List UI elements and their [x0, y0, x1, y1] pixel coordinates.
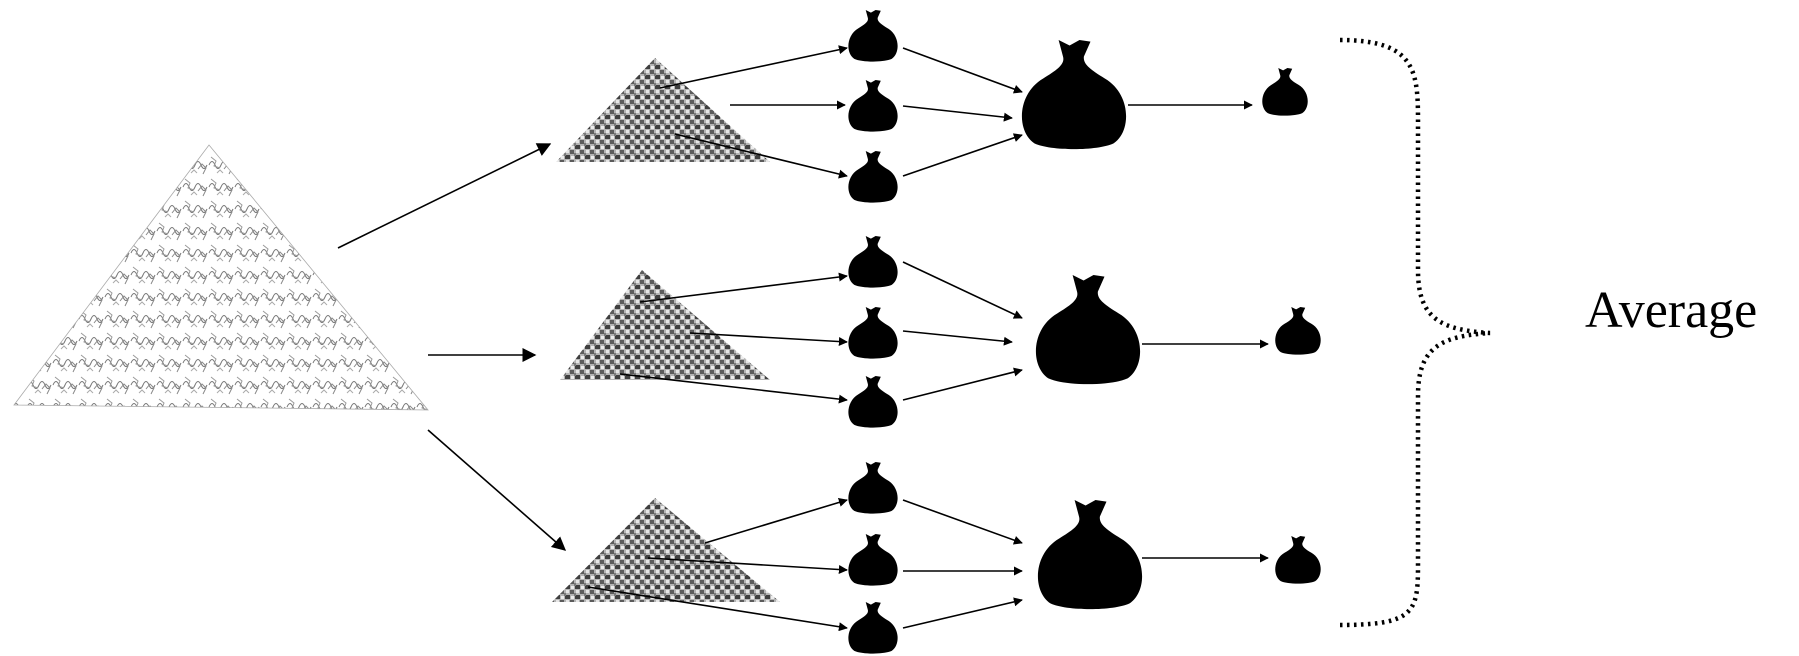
- subsample-pile-3: [552, 498, 780, 602]
- arrow-small-bag-2a-to-large: [902, 261, 1023, 319]
- arrow-pile-3-to-small-bag-3c: [587, 586, 848, 632]
- source-pile: [13, 144, 429, 411]
- result-bag-3-icon: [1275, 536, 1321, 584]
- subsample-pile-1: [556, 58, 770, 162]
- arrow-pile-1-to-small-bag-1a: [659, 45, 848, 89]
- dotted-curly-brace: [1339, 37, 1491, 628]
- arrow-small-bag-3a-to-large: [902, 499, 1023, 545]
- arrow-pile-1-to-small-bag-1c: [674, 133, 848, 179]
- arrow-small-bag-1b-to-large: [902, 105, 1013, 122]
- arrow-pile-3-to-small-bag-3b: [647, 557, 848, 575]
- small-bag-3b-icon: [848, 534, 898, 586]
- arrow-pile-2-to-small-bag-2c: [619, 373, 848, 404]
- arrow-small-bag-2c-to-large: [902, 367, 1023, 401]
- arrow-small-bag-1c-to-large: [902, 133, 1023, 177]
- small-bag-2c-icon: [848, 376, 898, 428]
- small-bag-3c-icon: [848, 602, 898, 654]
- arrow-source-to-pile-3: [427, 429, 567, 551]
- large-bag-1-icon: [1021, 40, 1127, 150]
- small-bag-2a-icon: [848, 236, 898, 288]
- result-bag-1-icon: [1262, 68, 1308, 116]
- row-1: [659, 10, 1308, 203]
- small-bag-2b-icon: [848, 307, 898, 359]
- arrow-small-bag-2b-to-large: [902, 330, 1013, 346]
- arrow-pile-2-to-small-bag-2a: [639, 272, 848, 303]
- arrow-small-bag-3c-to-large: [902, 597, 1023, 629]
- small-bag-3a-icon: [848, 462, 898, 514]
- large-bag-2-icon: [1035, 275, 1141, 385]
- subsample-pile-2: [560, 270, 770, 380]
- average-label: Average: [1585, 282, 1757, 339]
- arrow-pile-2-to-small-bag-2b: [689, 332, 848, 347]
- small-bag-1b-icon: [848, 80, 898, 132]
- small-bag-1c-icon: [848, 151, 898, 203]
- row-2: [619, 236, 1321, 428]
- result-bag-2-icon: [1275, 307, 1321, 355]
- large-bag-3-icon: [1037, 500, 1143, 610]
- arrow-pile-3-to-small-bag-3a: [704, 498, 848, 544]
- arrow-source-to-pile-1: [337, 143, 552, 249]
- row-3: [587, 462, 1321, 654]
- arrow-small-bag-1a-to-large: [902, 47, 1023, 94]
- small-bag-1a-icon: [848, 10, 898, 62]
